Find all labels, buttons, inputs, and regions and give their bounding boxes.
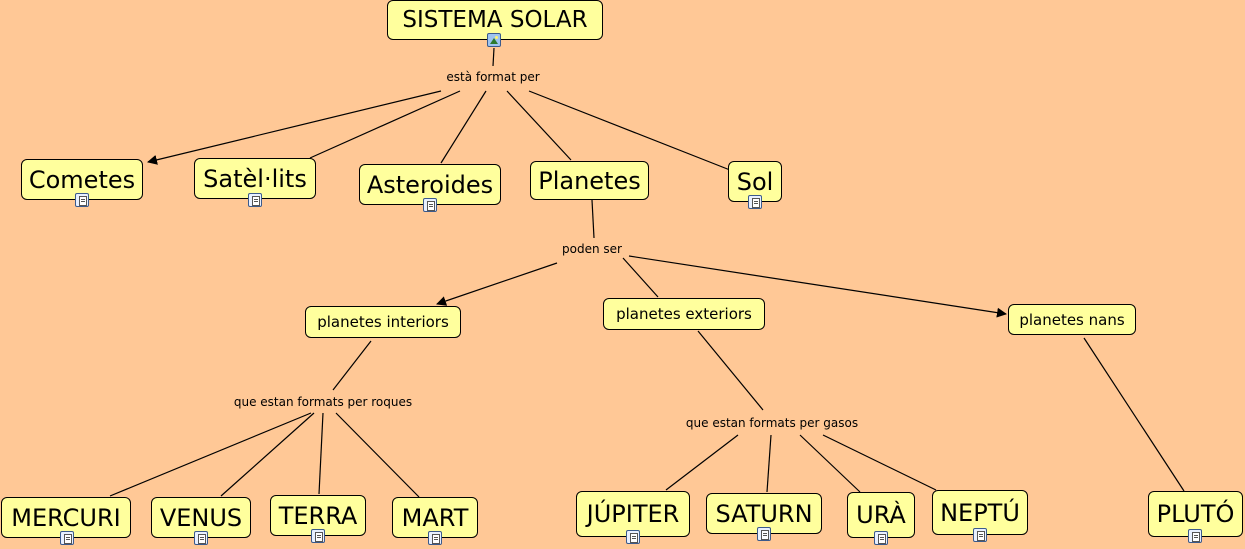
link-line — [506, 90, 572, 161]
link-line — [109, 412, 312, 497]
concept-planetes-nans[interactable]: planetes nans — [1008, 304, 1136, 335]
document-resource-icon[interactable] — [423, 198, 437, 212]
link-line — [799, 434, 861, 493]
linking-phrase-formats-per-roques: que estan formats per roques — [231, 395, 415, 409]
linking-phrase-formats-per-gasos: que estan formats per gasos — [683, 416, 861, 430]
document-resource-icon[interactable] — [60, 531, 74, 545]
link-line — [528, 90, 731, 171]
concept-jupiter[interactable]: JÚPITER — [576, 491, 690, 537]
link-line — [665, 434, 739, 491]
link-line — [309, 90, 461, 159]
document-resource-icon[interactable] — [626, 530, 640, 544]
document-resource-icon[interactable] — [194, 531, 208, 545]
link-line — [440, 90, 487, 164]
link-line — [220, 412, 315, 497]
concept-satellits[interactable]: Satèl·lits — [194, 158, 316, 199]
link-line — [697, 330, 764, 411]
document-resource-icon[interactable] — [874, 531, 888, 545]
document-resource-icon[interactable] — [248, 193, 262, 207]
concept-planetes[interactable]: Planetes — [530, 161, 649, 200]
document-resource-icon[interactable] — [973, 528, 987, 542]
image-resource-icon[interactable] — [487, 33, 501, 47]
linking-phrase-poden-ser: poden ser — [560, 242, 624, 256]
document-resource-icon[interactable] — [311, 529, 325, 543]
link-line — [628, 255, 1007, 318]
document-resource-icon[interactable] — [75, 193, 89, 207]
link-line — [622, 257, 659, 298]
document-resource-icon[interactable] — [428, 531, 442, 545]
concept-planetes-interiors[interactable]: planetes interiors — [305, 306, 461, 338]
document-resource-icon[interactable] — [1188, 529, 1202, 543]
concept-saturn[interactable]: SATURN — [706, 493, 822, 534]
link-line — [822, 434, 937, 491]
link-line — [492, 47, 495, 67]
link-line — [591, 199, 595, 239]
link-line — [318, 412, 324, 495]
link-line — [147, 90, 442, 165]
document-resource-icon[interactable] — [757, 527, 771, 541]
link-line — [332, 340, 372, 391]
link-line — [766, 434, 772, 493]
concept-neptu[interactable]: NEPTÚ — [932, 490, 1028, 535]
concept-sistema-solar[interactable]: SISTEMA SOLAR — [387, 0, 603, 40]
linking-phrase-esta-format-per: està format per — [444, 70, 542, 84]
link-line — [335, 412, 420, 498]
link-line — [1083, 337, 1185, 492]
concept-ura[interactable]: URÀ — [847, 492, 915, 538]
concept-mart[interactable]: MART — [392, 497, 478, 538]
link-line — [436, 262, 558, 306]
concept-planetes-exteriors[interactable]: planetes exteriors — [603, 298, 765, 330]
document-resource-icon[interactable] — [748, 195, 762, 209]
